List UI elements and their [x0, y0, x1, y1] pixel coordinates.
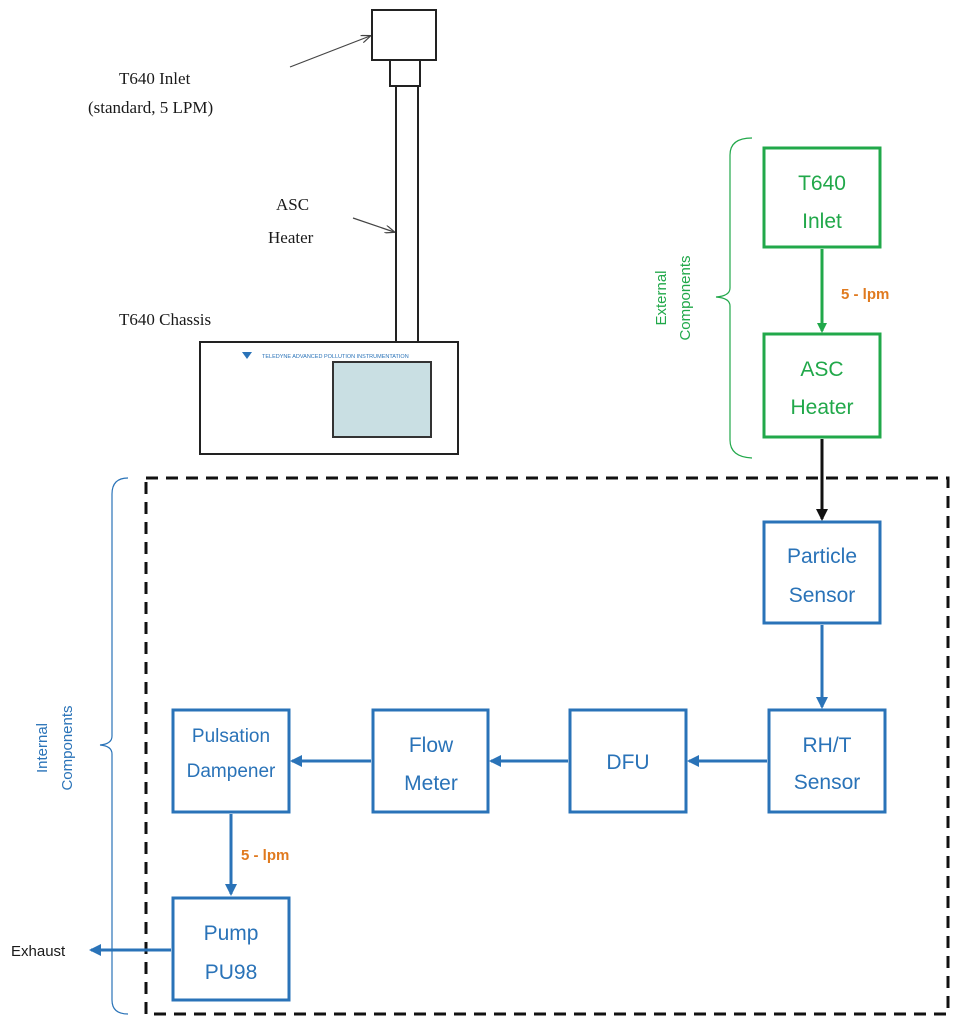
external-flow-label: 5 - lpm	[841, 286, 889, 303]
block-t640-inlet-line1: T640	[798, 172, 846, 195]
internal-flow-label: 5 - lpm	[241, 847, 289, 864]
internal-group-label-line1: Internal	[34, 723, 51, 773]
external-group-label-line1: External	[653, 270, 670, 325]
block-flow-meter-line2: Meter	[404, 772, 458, 795]
external-group-label-line2: Components	[677, 255, 694, 340]
teledyne-logo-icon	[242, 352, 252, 359]
exhaust-label: Exhaust	[11, 943, 66, 960]
block-pulsation-dampener: Pulsation Dampener	[171, 708, 291, 814]
block-rht-sensor: RH/T Sensor	[767, 708, 887, 814]
inlet-pointer	[289, 36, 370, 68]
external-group: External Components T640 Inlet 5 - lpm A…	[653, 137, 889, 521]
block-rht-sensor-line1: RH/T	[803, 734, 852, 757]
block-pulsation-dampener-line2: Dampener	[187, 761, 276, 782]
block-rht-sensor-line2: Sensor	[794, 771, 861, 794]
internal-group-label-line2: Components	[59, 705, 76, 790]
block-dfu: DFU	[568, 708, 688, 814]
block-particle-sensor: Particle Sensor	[762, 520, 882, 625]
block-asc-heater-line2: Heater	[790, 396, 853, 419]
block-flow-meter-line1: Flow	[409, 734, 454, 757]
inlet-neck	[389, 59, 421, 87]
block-pump-line2: PU98	[205, 961, 258, 984]
block-dfu-line1: DFU	[606, 751, 649, 774]
chassis-brand: TELEDYNE ADVANCED POLLUTION INSTRUMENTAT…	[262, 354, 409, 360]
inlet-label-line2: (standard, 5 LPM)	[88, 98, 213, 117]
block-t640-inlet-line2: Inlet	[802, 210, 842, 233]
heater-tube	[395, 85, 419, 343]
external-brace	[715, 137, 753, 459]
instrument-illustration: TELEDYNE ADVANCED POLLUTION INSTRUMENTAT…	[88, 9, 459, 455]
block-pulsation-dampener-line1: Pulsation	[192, 726, 270, 747]
block-asc-heater-line1: ASC	[800, 358, 843, 381]
heater-label-line1: ASC	[276, 195, 309, 214]
heater-pointer	[352, 217, 394, 232]
block-asc-heater: ASC Heater	[762, 332, 882, 439]
internal-brace	[99, 477, 129, 1015]
block-particle-sensor-line2: Sensor	[789, 584, 856, 607]
chassis-label: T640 Chassis	[119, 310, 211, 329]
inlet-label-line1: T640 Inlet	[119, 69, 191, 88]
block-pump: Pump PU98	[171, 896, 291, 1002]
block-t640-inlet: T640 Inlet	[762, 146, 882, 249]
block-flow-meter: Flow Meter	[371, 708, 490, 814]
heater-label-line2: Heater	[268, 228, 314, 247]
block-particle-sensor-line1: Particle	[787, 545, 857, 568]
block-pump-line1: Pump	[204, 922, 259, 945]
inlet-head	[371, 9, 437, 61]
internal-group: Internal Components Particle Sensor RH/T…	[11, 476, 950, 1016]
chassis-screen	[332, 361, 432, 438]
